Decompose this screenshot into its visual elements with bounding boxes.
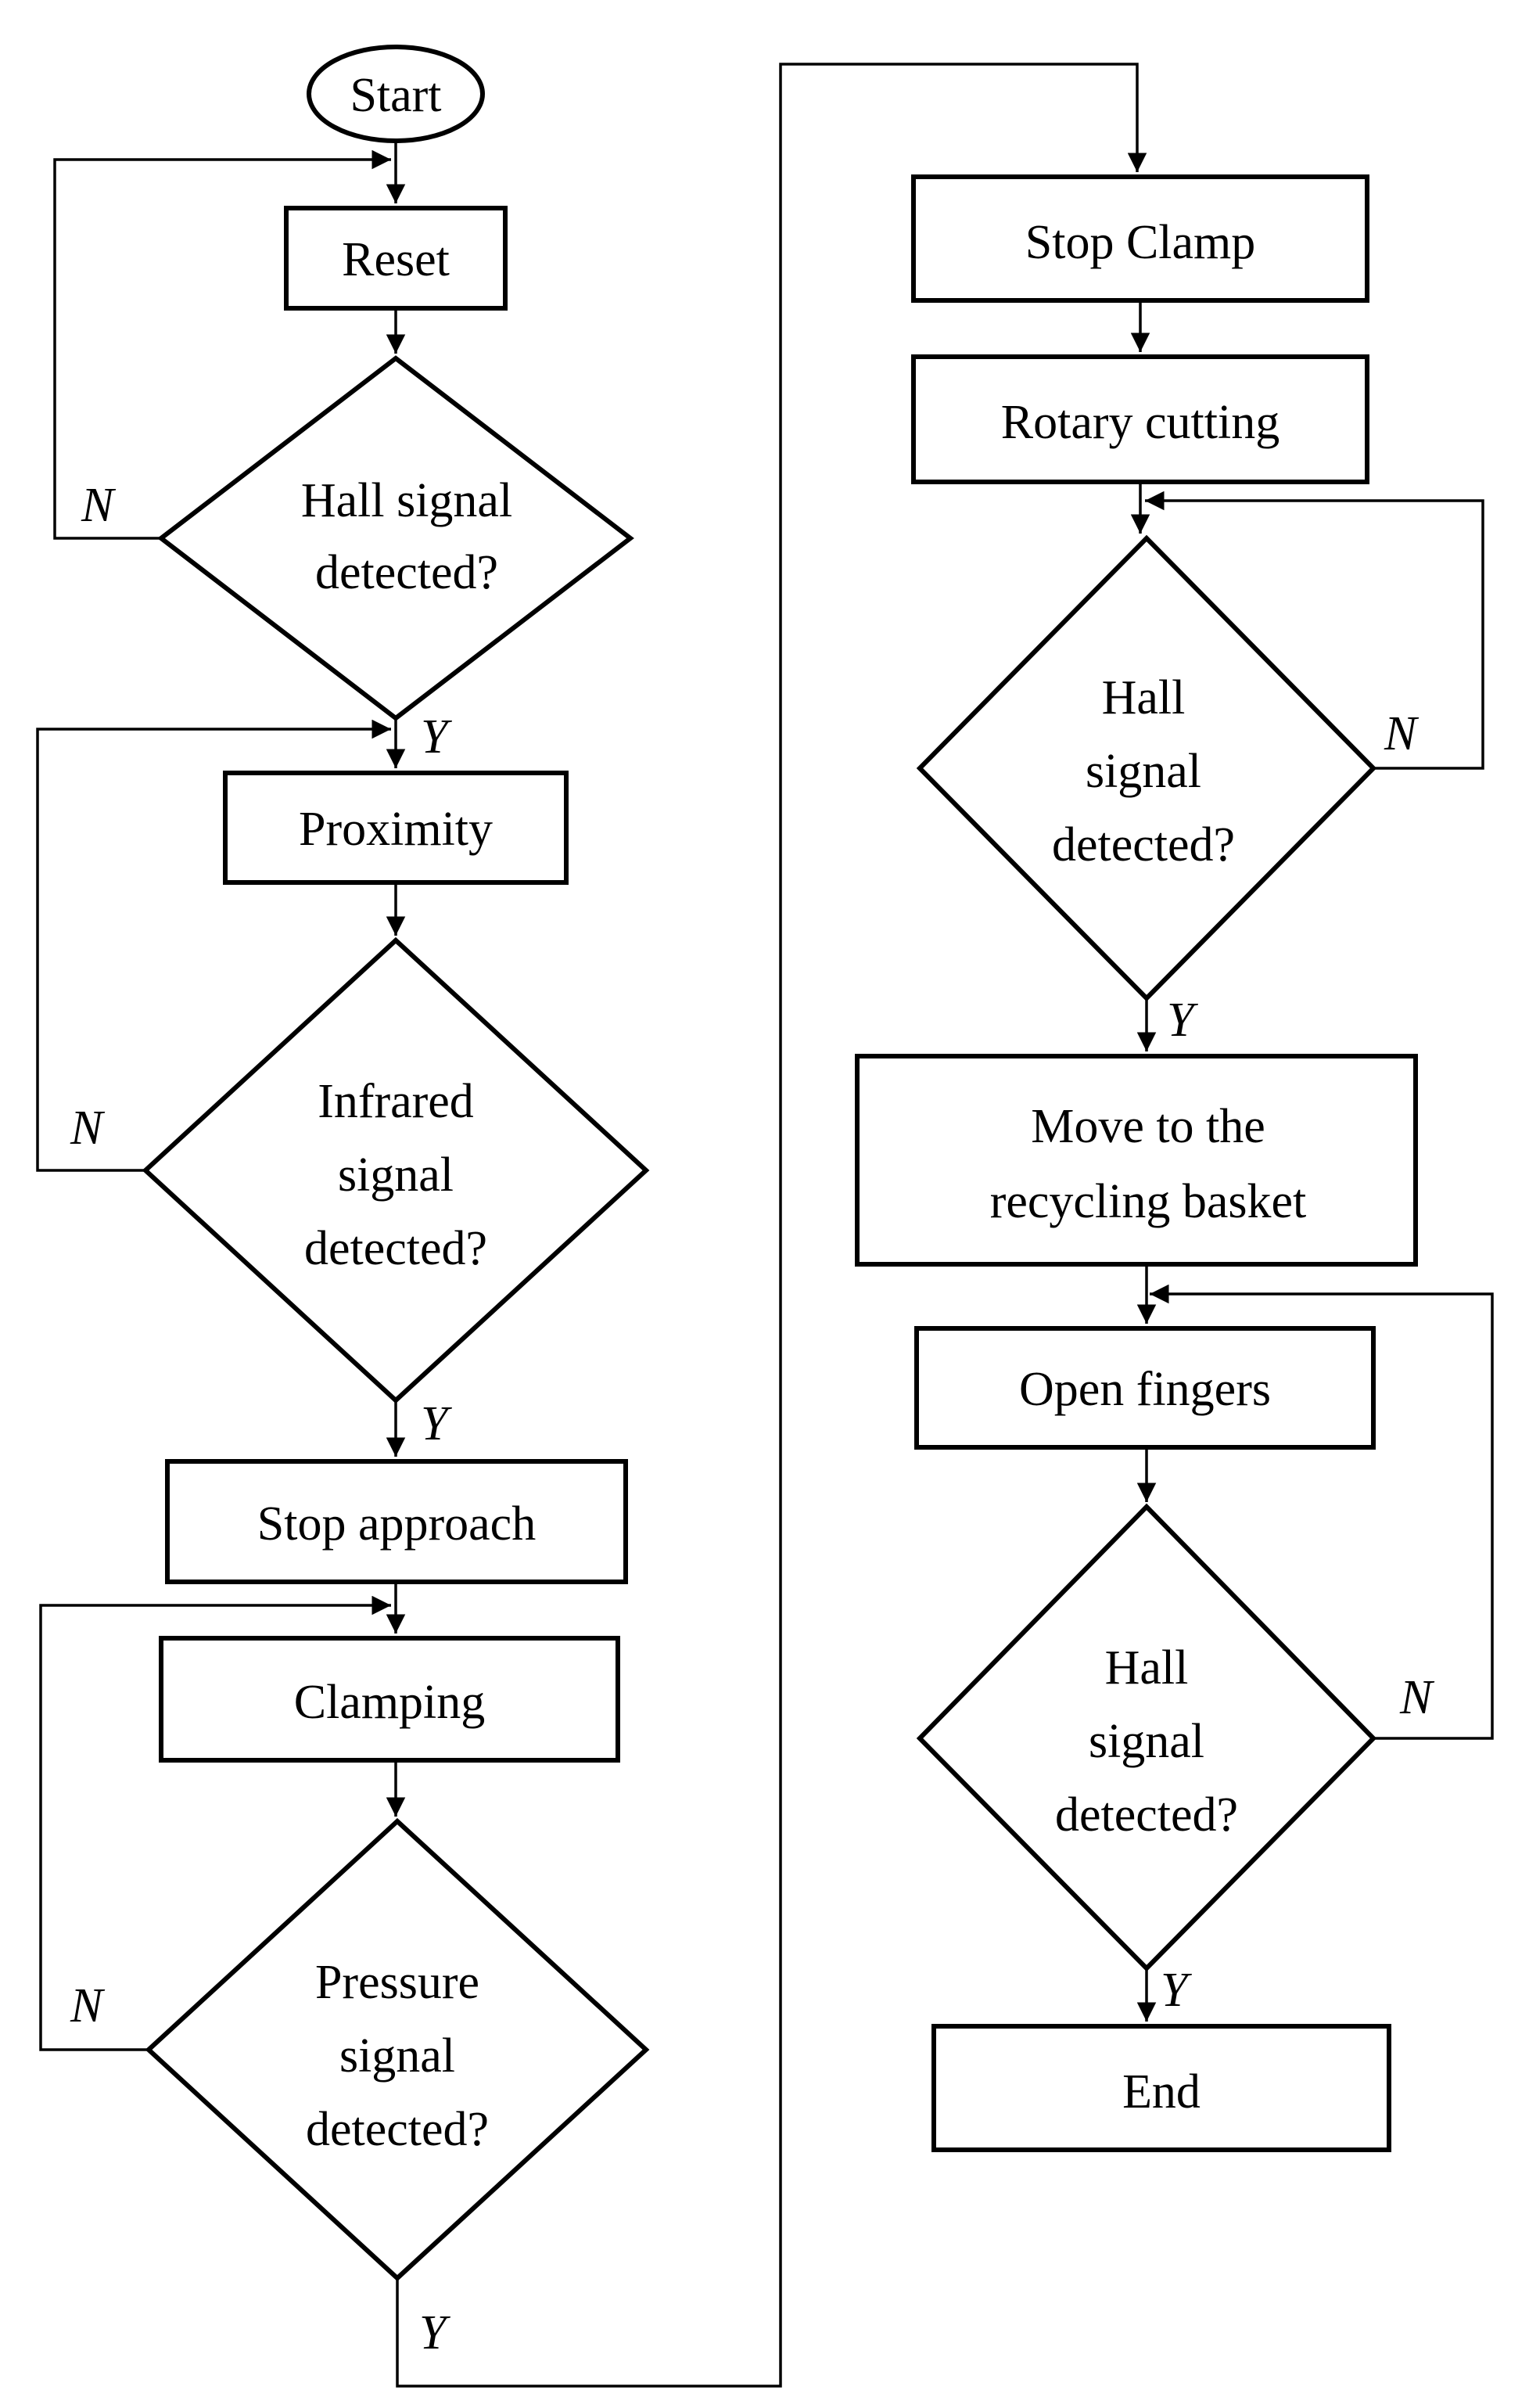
node-pressure-signal: Pressure signal detected? bbox=[145, 1817, 650, 2282]
svg-text:detected?: detected? bbox=[1055, 1788, 1238, 1842]
label-hall3-yes: Y bbox=[1161, 1964, 1192, 2017]
svg-text:Hall: Hall bbox=[1102, 671, 1186, 724]
svg-text:signal: signal bbox=[1086, 745, 1201, 798]
node-proximity: Proximity bbox=[223, 771, 569, 885]
label-infrared-yes: Y bbox=[421, 1397, 452, 1450]
connectors bbox=[36, 63, 1494, 2388]
label-pressure-yes: Y bbox=[419, 2306, 450, 2359]
node-hall-signal-2: Hall signal detected? bbox=[916, 534, 1377, 1002]
node-move-to-recycling-basket: Move to the recycling basket bbox=[855, 1054, 1418, 1267]
label-pressure-no: N bbox=[70, 1979, 106, 2032]
svg-text:End: End bbox=[1122, 2065, 1201, 2119]
node-open-fingers: Open fingers bbox=[914, 1326, 1376, 1450]
svg-text:Proximity: Proximity bbox=[299, 803, 493, 856]
label-hall1-no: N bbox=[81, 479, 117, 532]
label-infrared-no: N bbox=[70, 1102, 106, 1155]
svg-text:Stop Clamp: Stop Clamp bbox=[1025, 216, 1256, 269]
svg-text:Rotary cutting: Rotary cutting bbox=[1001, 396, 1280, 449]
svg-text:Stop approach: Stop approach bbox=[257, 1497, 536, 1551]
svg-text:Move to the: Move to the bbox=[1031, 1100, 1265, 1153]
edge-pressure-no-loop bbox=[39, 1595, 391, 2051]
edge-pressure-yes-to-stopclamp bbox=[396, 63, 1147, 2388]
node-end: End bbox=[931, 2024, 1391, 2152]
svg-text:recycling basket: recycling basket bbox=[990, 1175, 1307, 1228]
svg-text:detected?: detected? bbox=[1052, 818, 1235, 872]
edge-hall1-no-loop bbox=[53, 149, 391, 540]
node-start: Start bbox=[307, 45, 485, 143]
svg-text:signal: signal bbox=[1089, 1715, 1204, 1768]
label-hall3-no: N bbox=[1399, 1671, 1435, 1724]
node-hall-signal-1: Hall signal detected? bbox=[157, 355, 634, 721]
svg-text:signal: signal bbox=[339, 2029, 455, 2083]
branch-labels: N Y N Y N Y N Y N Y bbox=[70, 479, 1435, 2359]
label-hall2-no: N bbox=[1384, 707, 1420, 760]
svg-text:Open fingers: Open fingers bbox=[1019, 1363, 1271, 1416]
node-infrared-signal: Infrared signal detected? bbox=[142, 936, 650, 1404]
node-rotary-cutting: Rotary cutting bbox=[911, 354, 1369, 484]
svg-text:Pressure: Pressure bbox=[315, 1956, 479, 2009]
svg-text:Infrared: Infrared bbox=[318, 1075, 474, 1128]
node-stop-clamp: Stop Clamp bbox=[911, 174, 1369, 303]
node-stop-approach: Stop approach bbox=[165, 1459, 628, 1584]
label-hall2-yes: Y bbox=[1167, 994, 1198, 1047]
svg-text:Reset: Reset bbox=[342, 233, 450, 286]
svg-text:detected?: detected? bbox=[304, 1222, 487, 1275]
edge-infrared-no-loop bbox=[36, 719, 391, 1172]
edge-hall2-no-loop bbox=[1145, 491, 1484, 770]
svg-text:Hall: Hall bbox=[1105, 1641, 1189, 1695]
node-clamping: Clamping bbox=[159, 1636, 620, 1763]
label-hall1-yes: Y bbox=[421, 710, 452, 764]
node-hall-signal-3: Hall signal detected? bbox=[916, 1503, 1377, 1972]
svg-text:Start: Start bbox=[350, 69, 441, 122]
node-reset: Reset bbox=[284, 206, 508, 311]
svg-text:Hall signal: Hall signal bbox=[301, 474, 512, 527]
edge-hall3-no-loop bbox=[1150, 1284, 1494, 1740]
svg-text:signal: signal bbox=[338, 1148, 454, 1202]
svg-text:detected?: detected? bbox=[315, 546, 498, 599]
svg-text:Clamping: Clamping bbox=[294, 1676, 486, 1729]
svg-text:detected?: detected? bbox=[306, 2103, 489, 2156]
